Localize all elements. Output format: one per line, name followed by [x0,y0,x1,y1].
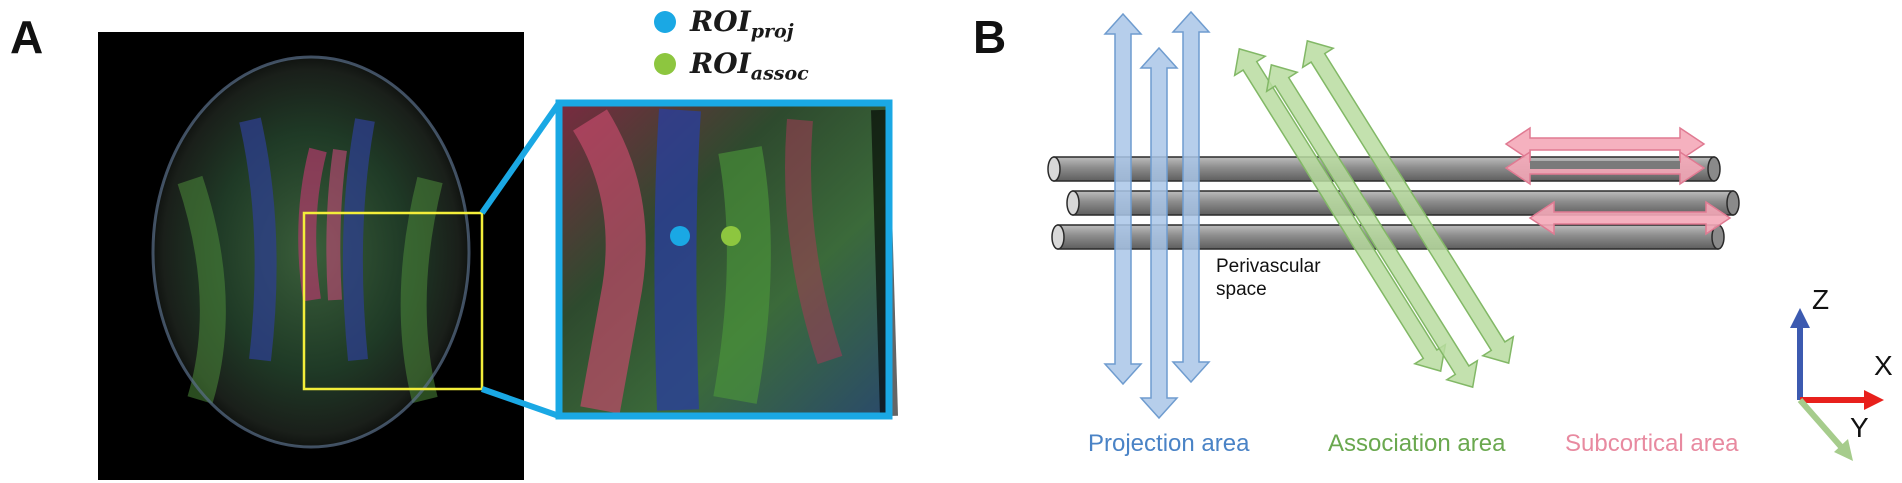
panel-label-a: A [10,11,44,63]
perivascular-label: Perivascular space [1216,256,1321,302]
legend-label-assoc: ROIassoc [690,47,809,85]
brain-dti-image [98,32,524,480]
roi-proj-dot [670,226,690,246]
association-fibers [1233,39,1515,389]
subcortical-arrow-3 [1528,200,1732,236]
legend-label-proj: ROIproj [690,5,794,43]
zoom-connector-bottom [481,386,560,419]
projection-fibers [1103,10,1211,420]
y-axis-line [1797,398,1846,451]
subcortical-area-label: Subcortical area [1565,430,1739,457]
z-axis-arrowhead [1790,308,1810,328]
zoomed-dti-image [559,103,898,417]
association-arrow-2 [1265,63,1479,389]
subcortical-arrow-1 [1504,126,1706,162]
y-axis-label: Y [1850,412,1869,443]
zoom-connector-top [479,101,562,215]
projection-arrow-1 [1103,12,1143,386]
vessel-gap-shadow [1530,161,1680,169]
zoom-frame [555,99,893,420]
y-axis-arrowhead [1834,439,1853,461]
projection-arrow-3 [1171,10,1211,384]
legend-dot-proj [654,11,676,33]
association-area-label: Association area [1328,430,1506,457]
roi-box [302,211,484,391]
x-axis-arrowhead [1864,390,1884,410]
association-arrow-1 [1233,47,1447,373]
panel-label-b: B [973,11,1007,63]
perivascular-label-line2: space [1216,278,1267,300]
perivascular-label-line1: Perivascular [1216,256,1321,277]
legend-dot-assoc [654,53,676,75]
x-axis-label: X [1874,350,1893,381]
projection-area-label: Projection area [1088,430,1250,457]
roi-assoc-dot [721,226,741,246]
projection-arrow-2 [1139,46,1179,420]
association-arrow-3 [1301,39,1515,365]
z-axis-label: Z [1812,284,1830,315]
coordinate-axes [1790,308,1884,461]
